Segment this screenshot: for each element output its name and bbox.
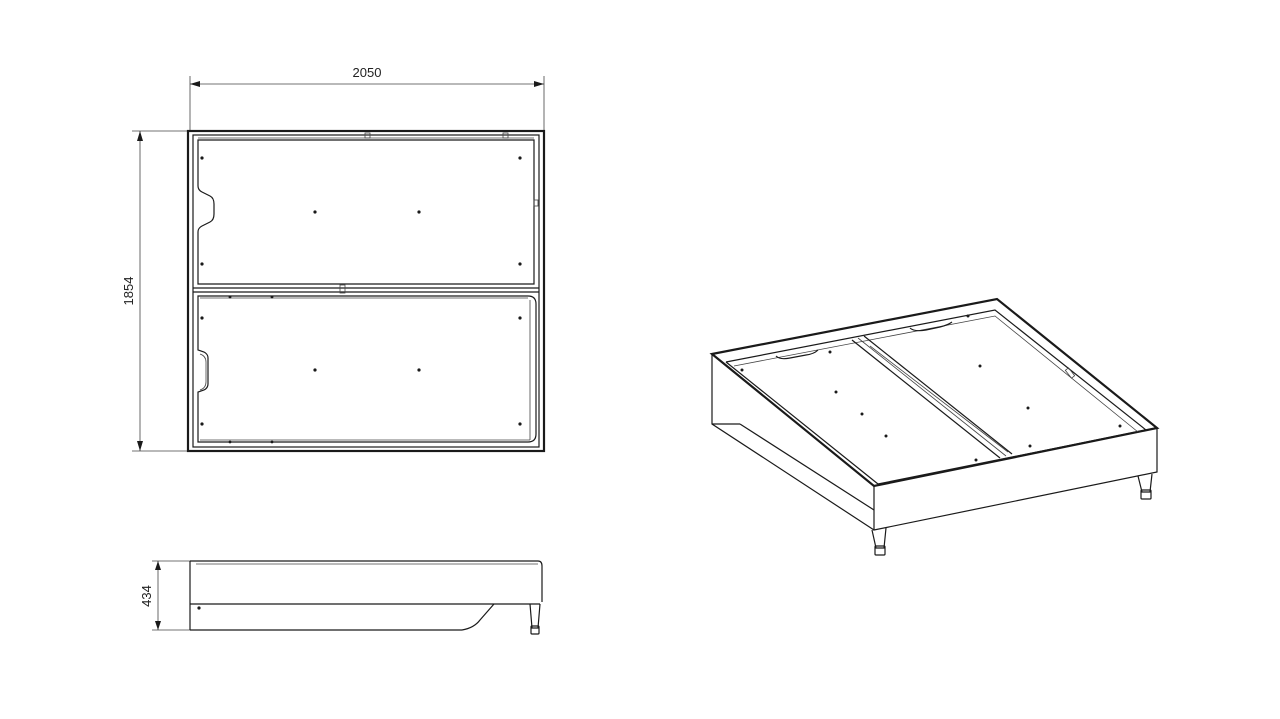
leg-front-right	[1137, 473, 1153, 500]
length-dimension-label: 1854	[121, 277, 136, 306]
height-dimension-label: 434	[139, 585, 154, 607]
leg-front-left	[871, 527, 887, 556]
upper-storage-panel	[197, 132, 539, 285]
isometric-view	[709, 297, 1160, 556]
bed-frame-outline	[186, 129, 546, 453]
width-dimension-label: 2050	[353, 65, 382, 80]
width-dimension: 2050	[189, 65, 545, 132]
side-view: 434	[139, 560, 543, 635]
length-dimension: 1854	[121, 130, 188, 452]
bed-frame-inner	[192, 134, 540, 448]
height-dimension: 434	[139, 560, 190, 631]
lower-storage-panel	[197, 284, 537, 444]
top-view: 2050 1854	[121, 65, 546, 453]
